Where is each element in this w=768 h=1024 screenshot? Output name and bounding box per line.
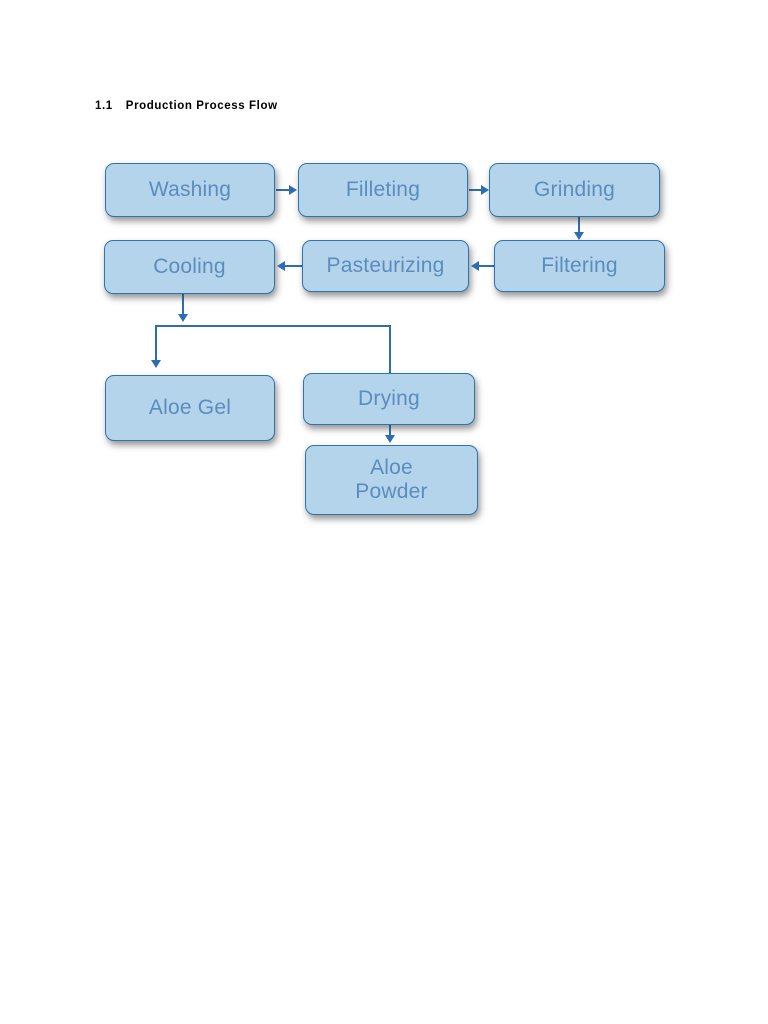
node-cooling[interactable]: Cooling <box>104 240 275 294</box>
node-washing-label: Washing <box>148 178 232 202</box>
edge-filtering-to-pasteurizing-arrow-icon <box>471 261 479 271</box>
node-aloe-powder-line-1: Aloe <box>370 456 413 480</box>
node-filleting[interactable]: Filleting <box>298 163 468 217</box>
node-drying[interactable]: Drying <box>303 373 475 425</box>
edge-grinding-to-filtering-arrow-icon <box>574 232 584 240</box>
edge-pasteurizing-to-cooling-arrow-icon <box>277 261 285 271</box>
edge-cooling-to-split-arrow-icon <box>178 314 188 322</box>
edge-washing-to-filleting-line <box>276 189 290 191</box>
split-bar <box>155 325 391 327</box>
section-heading: 1.1 Production Process Flow <box>95 100 278 112</box>
node-cooling-label: Cooling <box>153 255 226 279</box>
edge-washing-to-filleting-arrow-icon <box>289 185 297 195</box>
edge-split-to-drying-line <box>389 325 391 375</box>
node-pasteurizing-label: Pasteurizing <box>326 254 445 278</box>
edge-cooling-to-split-line <box>182 294 184 316</box>
edge-grinding-to-filtering-line <box>578 217 580 234</box>
node-aloe-gel[interactable]: Aloe Gel <box>105 375 275 441</box>
node-grinding[interactable]: Grinding <box>489 163 660 217</box>
edge-split-to-aloe-gel-line <box>155 325 157 362</box>
node-filleting-label: Filleting <box>345 178 421 202</box>
node-washing[interactable]: Washing <box>105 163 275 217</box>
edge-split-to-aloe-gel-arrow-icon <box>151 360 161 368</box>
edge-drying-to-aloe-powder-line <box>389 425 391 438</box>
node-filtering[interactable]: Filtering <box>494 240 665 292</box>
edge-filtering-to-pasteurizing-line <box>478 265 495 267</box>
page-title: Production Process Flow <box>125 100 278 112</box>
node-pasteurizing[interactable]: Pasteurizing <box>302 240 469 292</box>
node-drying-label: Drying <box>358 387 420 411</box>
edge-filleting-to-grinding-arrow-icon <box>481 185 489 195</box>
edge-pasteurizing-to-cooling-line <box>285 265 302 267</box>
section-number: 1.1 <box>95 100 113 112</box>
node-filtering-label: Filtering <box>541 254 618 278</box>
node-aloe-powder-line-2: Powder <box>355 480 428 503</box>
edge-drying-to-aloe-powder-arrow-icon <box>385 435 395 443</box>
edge-filleting-to-grinding-line <box>469 189 482 191</box>
node-grinding-label: Grinding <box>534 178 615 202</box>
node-aloe-gel-label: Aloe Gel <box>148 396 232 420</box>
